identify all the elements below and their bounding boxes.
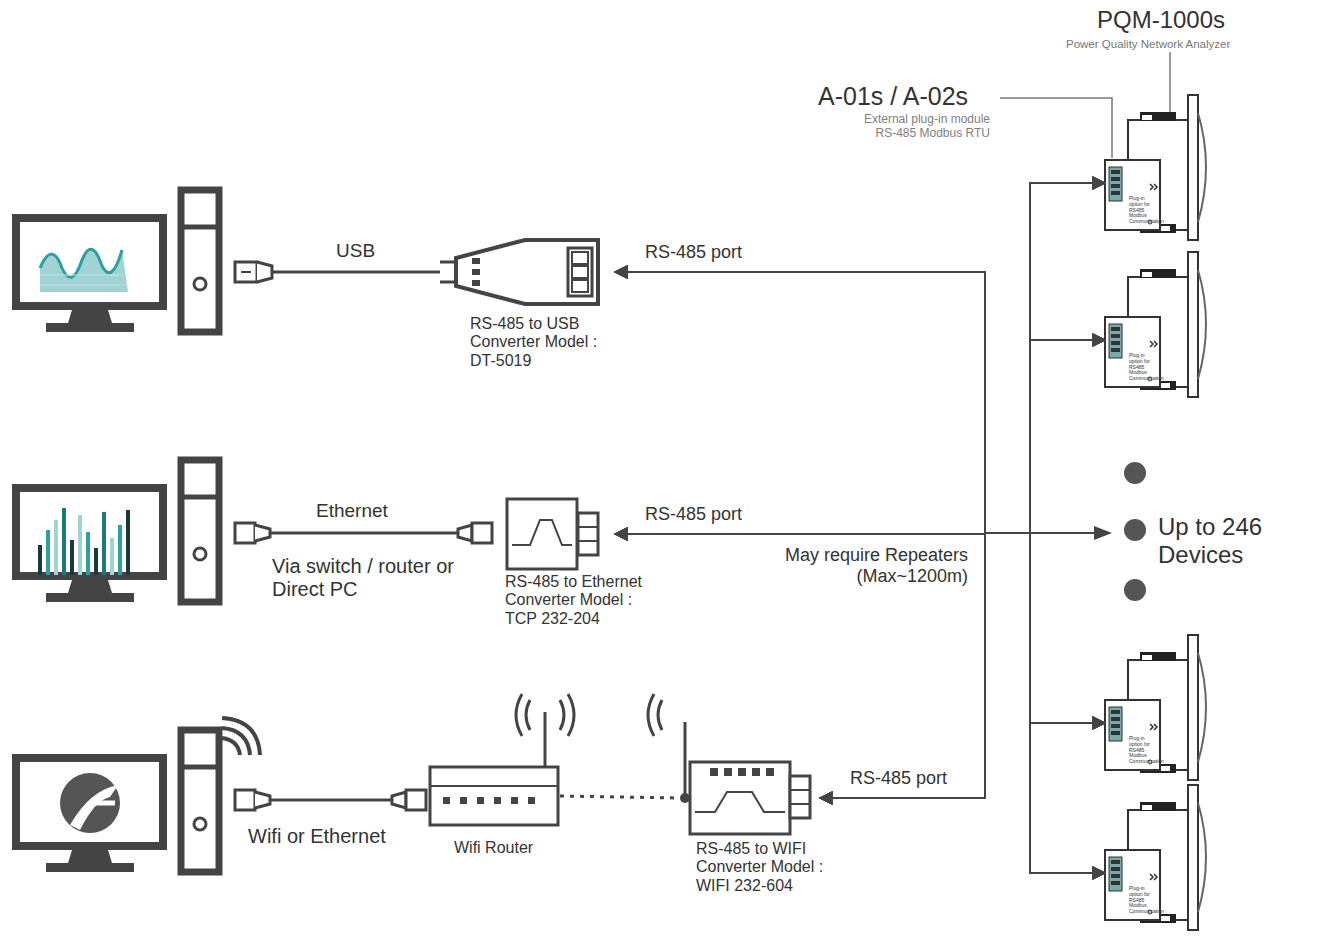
plug-in-module: Plug-in option for RS485 Modbus Communic…	[1105, 850, 1160, 920]
cable-label: Ethernet	[316, 500, 388, 522]
port-label: RS-485 port	[643, 242, 744, 263]
cable-label: USB	[336, 240, 375, 262]
rs485-bus-line	[820, 183, 1105, 798]
module-name: A-01s / A-02s	[818, 82, 968, 111]
node-label: RS-485 to USB Converter Model : DT-5019	[470, 315, 598, 370]
device-name: PQM-1000s	[1097, 6, 1225, 34]
port-label: RS-485 port	[643, 504, 744, 525]
converter-ethernet: RS-485 to Ethernet Converter Model : TCP…	[505, 497, 615, 571]
device-count: Up to 246 Devices	[1158, 513, 1308, 568]
node-label: RS-485 to WIFI Converter Model : WIFI 23…	[696, 840, 846, 895]
plug-in-module: Plug-in option for RS485 Modbus Communic…	[1105, 700, 1160, 770]
plug-in-module: Plug-in option for RS485 Modbus Communic…	[1105, 160, 1160, 230]
rs485-bus-line	[615, 183, 1105, 534]
rs485-bus-line	[615, 183, 1105, 533]
node-label: Plug-in option for RS485 Modbus Communic…	[1129, 886, 1159, 915]
cable-note: Via switch / router or Direct PC	[272, 555, 457, 601]
node-label: Wifi Router	[454, 839, 564, 857]
rs485-bus-line	[615, 272, 1105, 533]
device-subtitle: Power Quality Network Analyzer	[1066, 38, 1230, 51]
cable-label: Wifi or Ethernet	[248, 825, 386, 848]
converter-usb: RS-485 to USB Converter Model : DT-5019	[437, 237, 615, 307]
rs485-bus-line	[615, 533, 1105, 723]
distance-note: May require Repeaters (Max~1200m)	[768, 545, 968, 586]
wifi-router: Wifi Router	[428, 765, 560, 827]
port-label: RS-485 port	[848, 768, 949, 789]
node-label: Plug-in option for RS485 Modbus Communic…	[1129, 196, 1159, 225]
wireless-link	[560, 796, 680, 798]
node-label: Plug-in option for RS485 Modbus Communic…	[1129, 736, 1159, 765]
rs485-bus-line	[615, 533, 1105, 873]
rs485-bus-line	[615, 272, 1105, 873]
node-label: Plug-in option for RS485 Modbus Communic…	[1129, 353, 1159, 382]
node-label: RS-485 to Ethernet Converter Model : TCP…	[505, 573, 655, 628]
converter-wifi: RS-485 to WIFI Converter Model : WIFI 23…	[680, 760, 820, 836]
plug-in-module: Plug-in option for RS485 Modbus Communic…	[1105, 317, 1160, 387]
rs485-bus-line	[615, 340, 1105, 534]
module-note: External plug-in module RS-485 Modbus RT…	[840, 113, 990, 141]
